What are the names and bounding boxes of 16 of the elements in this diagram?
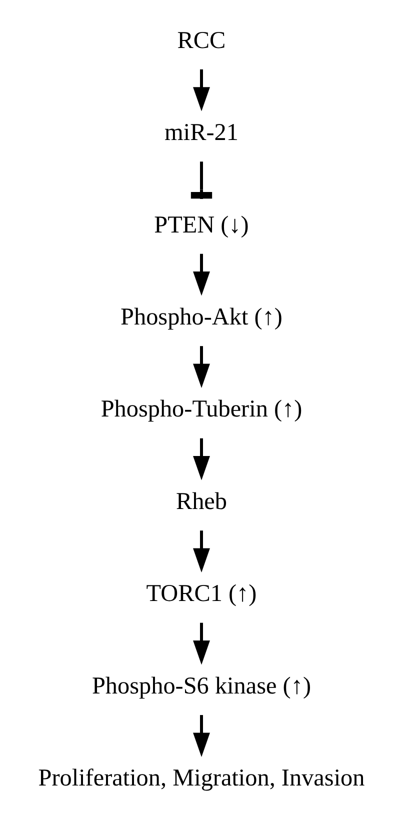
- node-text: Phospho-Akt (↑): [120, 304, 282, 331]
- arrow: [192, 346, 210, 388]
- node-text: PTEN (↓): [154, 211, 248, 238]
- node-text: Rheb: [175, 488, 227, 515]
- arrow: [192, 530, 210, 572]
- arrow: [192, 69, 210, 112]
- node-text: RCC: [176, 26, 226, 54]
- arrow: [192, 438, 210, 480]
- arrow: [192, 622, 210, 665]
- node-text: TORC1 (↑): [146, 580, 256, 608]
- node-text: miR-21: [164, 119, 238, 146]
- node-text: Phospho-S6 kinase (↑): [91, 672, 311, 700]
- arrow: [192, 254, 210, 296]
- node-text: Proliferation, Migration, Invasion: [38, 764, 364, 792]
- node-text: Phospho-Tuberin (↑): [100, 396, 302, 423]
- arrow: [192, 715, 210, 757]
